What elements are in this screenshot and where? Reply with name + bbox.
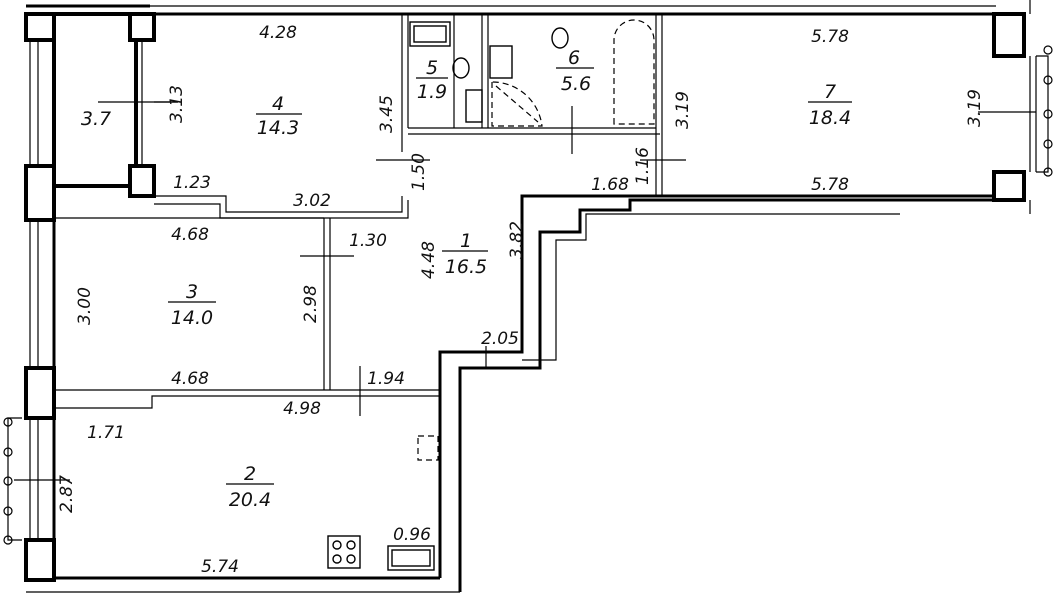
dim-r3-left: 3.00 — [75, 287, 95, 325]
dim-r7-right: 3.19 — [965, 89, 985, 127]
wall-block-tl — [24, 12, 56, 42]
dim-r2-left-a: 1.71 — [87, 423, 125, 443]
dim-r2-top: 4.98 — [283, 399, 321, 419]
dim-r3-top: 4.68 — [171, 225, 209, 245]
dim-r2-left-b: 2.87 — [57, 475, 77, 513]
wall-block-tr — [992, 12, 1026, 58]
sink-r5-inner — [413, 25, 447, 43]
shower-r6-diag — [495, 85, 539, 123]
room-4-area: 14.3 — [257, 117, 299, 139]
dim-r4-bottom-a: 1.23 — [173, 173, 211, 193]
wall-step-inner — [438, 194, 996, 390]
wall-r4-bottom-b — [154, 200, 409, 219]
room-2-area: 20.4 — [229, 489, 271, 511]
room-4-number: 4 — [272, 93, 284, 115]
dim-r4-bottom-b: 3.02 — [293, 191, 331, 211]
wall-block-tl2 — [128, 12, 156, 42]
room-3-number: 3 — [186, 281, 198, 303]
bal-node-5 — [3, 535, 13, 545]
room-2-number: 2 — [244, 463, 256, 485]
dim-r4-top: 4.28 — [259, 23, 297, 43]
r7-node-3 — [1043, 109, 1053, 119]
r7-node-2 — [1043, 75, 1053, 85]
dim-hall-c: 1.30 — [349, 231, 387, 251]
wall-block-ml2 — [128, 164, 156, 198]
dim-r7-left: 3.19 — [673, 91, 693, 129]
dim-r2-bottom: 5.74 — [201, 557, 239, 577]
toilet-r6 — [551, 27, 569, 49]
room-1-number: 1 — [460, 230, 472, 252]
bal-node-3 — [3, 476, 13, 486]
r7-node-1 — [1043, 45, 1053, 55]
room-1-area: 16.5 — [445, 256, 487, 278]
r7-node-5 — [1043, 167, 1053, 177]
toilet-r5-tank — [465, 89, 483, 123]
balcony — [52, 12, 138, 188]
basin-r6 — [489, 45, 513, 79]
r7-node-4 — [1043, 139, 1053, 149]
bathtub-r6 — [613, 19, 655, 125]
stove-burner-2 — [346, 540, 356, 550]
dim-hall-f: 2.05 — [481, 329, 519, 349]
stove-burner-1 — [332, 540, 342, 550]
wall-block-bl — [24, 538, 56, 582]
dim-r3-right: 2.98 — [301, 285, 321, 323]
dim-r3-bottom: 4.68 — [171, 369, 209, 389]
dim-hall-b: 1.68 — [591, 175, 629, 195]
dim-r4-left: 3.13 — [167, 85, 187, 123]
dim-corridor-a: 1.50 — [409, 153, 429, 191]
room-5-number: 5 — [426, 57, 438, 79]
room-6-area: 5.6 — [561, 73, 591, 95]
kitchen-sink — [387, 545, 435, 571]
dim-r7-bottom: 5.78 — [811, 175, 849, 195]
dim-r2-corner: 0.96 — [393, 525, 431, 545]
stove-burner-3 — [332, 554, 342, 564]
shower-r6 — [491, 81, 543, 127]
stove — [327, 535, 361, 569]
bal-node-2 — [3, 447, 13, 457]
wall-step-line — [522, 213, 900, 361]
stove-burner-4 — [346, 554, 356, 564]
dim-hall-e: 3.82 — [507, 221, 527, 259]
room-3-area: 14.0 — [171, 307, 213, 329]
room-7-number: 7 — [824, 81, 836, 103]
wall-block-l3 — [24, 366, 56, 420]
dim-hall-g: 1.94 — [367, 369, 405, 389]
french-balcony — [7, 417, 22, 541]
wall-block-ml — [24, 164, 56, 222]
kitchen-sink-inner — [391, 549, 431, 567]
window-r7-frame — [1036, 55, 1049, 173]
room-7-area: 18.4 — [809, 107, 851, 129]
sink-r5 — [409, 21, 451, 47]
wall-r2-top — [54, 395, 440, 409]
kitchen-fixture — [417, 435, 439, 461]
balcony-area: 3.7 — [81, 108, 111, 130]
dim-hall-a: 1.16 — [633, 147, 653, 185]
toilet-r5 — [452, 57, 470, 79]
wall-step-outer — [458, 198, 996, 592]
bal-node-1 — [3, 417, 13, 427]
dim-r7-top: 5.78 — [811, 27, 849, 47]
bal-node-4 — [3, 506, 13, 516]
dim-r4-right: 3.45 — [377, 95, 397, 133]
dim-hall-d: 4.48 — [419, 241, 439, 279]
wall-r4-bottom — [154, 195, 403, 213]
wall-block-br — [992, 170, 1026, 202]
room-5-area: 1.9 — [417, 81, 447, 103]
room-6-number: 6 — [568, 47, 580, 69]
